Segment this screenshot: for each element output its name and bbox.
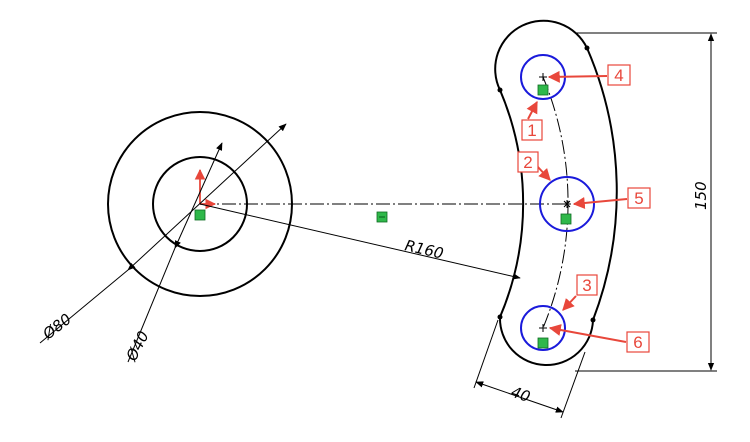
dim-label-slot-width[interactable]: 40 [509, 383, 533, 406]
circle-bottom[interactable] [520, 305, 566, 351]
callout-3[interactable]: 3 [562, 274, 598, 311]
coincident-relation-icon[interactable] [537, 337, 549, 349]
slot-outer-arc[interactable] [586, 47, 618, 321]
svg-text:5: 5 [634, 189, 643, 208]
dim-label-radius[interactable]: R160 [403, 236, 445, 262]
svg-text:2: 2 [523, 153, 532, 172]
coincident-relation-icon[interactable] [537, 84, 549, 96]
slot-circles [520, 54, 595, 351]
dim-label-inner-diameter[interactable]: Ø40 [122, 328, 153, 365]
dim-label-outer-diameter[interactable]: Ø80 [39, 310, 75, 344]
coincident-relation-icon[interactable] [560, 213, 572, 225]
slot-inner-arc[interactable] [499, 89, 525, 318]
center-marks [539, 73, 571, 332]
callout-4[interactable]: 4 [547, 64, 631, 86]
callout-6[interactable]: 6 [548, 324, 650, 353]
dimension-radius[interactable]: R160 [199, 203, 521, 280]
dimension-slot-width[interactable]: 40 [473, 319, 586, 419]
slot-endpoint [497, 87, 503, 93]
circle-middle[interactable] [539, 176, 595, 232]
svg-text:1: 1 [527, 121, 536, 140]
dimension-height[interactable]: 150 [575, 32, 717, 372]
curved-slot [494, 19, 618, 366]
dim-label-height[interactable]: 150 [692, 181, 710, 210]
svg-text:4: 4 [614, 66, 623, 85]
callout-1[interactable]: 1 [521, 100, 543, 141]
dimension-outer-diameter[interactable]: Ø80 [39, 123, 287, 344]
svg-text:3: 3 [582, 276, 591, 295]
fix-relation-icon[interactable] [194, 209, 206, 221]
callouts: 1 2 3 4 5 6 [517, 64, 651, 353]
slot-bottom-cap[interactable] [498, 316, 594, 366]
callout-5[interactable]: 5 [572, 187, 651, 209]
svg-text:6: 6 [633, 333, 642, 352]
slot-endpoint [590, 317, 596, 323]
slot-endpoint [584, 45, 590, 51]
slot-endpoint [497, 314, 503, 320]
dimension-inner-diameter[interactable]: Ø40 [122, 142, 223, 365]
relation-markers [194, 84, 572, 349]
slot-top-cap[interactable] [494, 19, 588, 91]
callout-2[interactable]: 2 [517, 151, 551, 181]
slot-arc-centerline[interactable] [542, 76, 569, 329]
